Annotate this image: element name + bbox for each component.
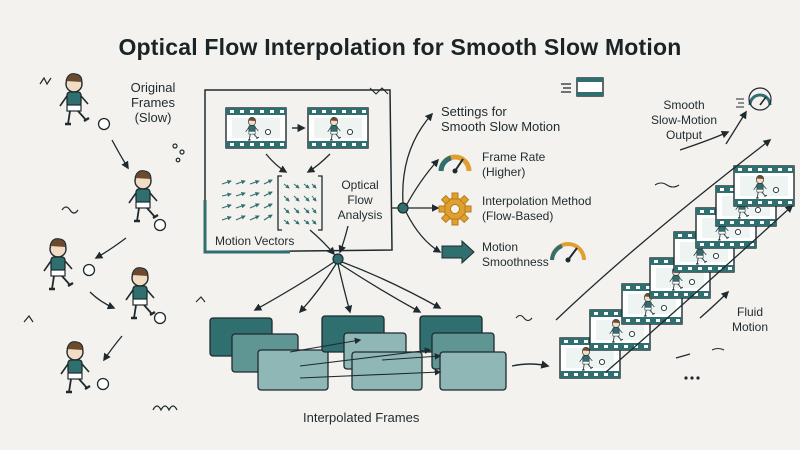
diagram-title: Optical Flow Interpolation for Smooth Sl… bbox=[118, 34, 682, 60]
setting-frame-rate-line1: Frame Rate bbox=[482, 150, 546, 164]
film-icon bbox=[561, 77, 604, 97]
setting-frame-rate: Frame Rate (Higher) bbox=[482, 150, 545, 180]
motion-vectors-label: Motion Vectors bbox=[215, 234, 295, 248]
analysis-panel bbox=[203, 87, 393, 256]
smoothness-gauge-icon bbox=[550, 242, 586, 263]
flow-arrow bbox=[103, 335, 123, 362]
kid-frame-1 bbox=[58, 72, 111, 131]
original-frames-label: Original Frames (Slow) bbox=[118, 80, 188, 125]
fluid-motion-label: Fluid Motion bbox=[722, 305, 778, 335]
original-frames-line1: Original bbox=[130, 80, 176, 95]
settings-heading-line1: Settings for bbox=[441, 104, 507, 119]
hub-connectors bbox=[253, 112, 442, 314]
output-label: Smooth Slow-Motion Output bbox=[634, 98, 734, 143]
arrow-icon bbox=[441, 239, 475, 265]
optical-flow-analysis-label: Optical Flow Analysis bbox=[330, 178, 390, 223]
original-frames-line3: (Slow) bbox=[134, 110, 172, 125]
settings-icons bbox=[438, 154, 586, 265]
speedometer-icon bbox=[736, 87, 772, 111]
original-frames-column bbox=[23, 72, 185, 412]
setting-smoothness-line1: Motion bbox=[482, 240, 519, 254]
settings-heading: Settings for Smooth Slow Motion bbox=[441, 104, 560, 134]
fluid-line2: Motion bbox=[731, 320, 769, 334]
kid-frame-4 bbox=[124, 266, 167, 325]
output-filmstrip bbox=[555, 110, 794, 380]
output-line2: Slow-Motion bbox=[650, 113, 718, 127]
interpolated-frames-label: Interpolated Frames bbox=[303, 410, 420, 425]
output-line1: Smooth bbox=[663, 98, 705, 112]
analysis-frame-b bbox=[308, 108, 368, 148]
output-line3: Output bbox=[665, 128, 703, 142]
original-frames-line2: Frames bbox=[130, 95, 176, 110]
setting-frame-rate-line2: (Higher) bbox=[482, 165, 526, 179]
setting-interpolation-line1: Interpolation Method bbox=[482, 194, 592, 208]
kid-frame-2 bbox=[127, 169, 167, 232]
flow-arrow bbox=[111, 139, 129, 170]
gauge-icon bbox=[438, 154, 472, 174]
motion-vector-field bbox=[221, 179, 273, 221]
analysis-line2: Flow bbox=[347, 193, 373, 207]
interpolated-frames bbox=[209, 315, 507, 391]
setting-motion-smoothness: Motion Smoothness bbox=[482, 240, 549, 270]
gear-icon bbox=[438, 192, 472, 226]
fluid-line1: Fluid bbox=[736, 305, 763, 319]
setting-interpolation-method: Interpolation Method (Flow-Based) bbox=[482, 194, 591, 224]
setting-interpolation-line2: (Flow-Based) bbox=[482, 209, 554, 223]
kid-frame-5 bbox=[59, 340, 110, 394]
flow-arrow bbox=[94, 237, 127, 259]
settings-heading-line2: Smooth Slow Motion bbox=[441, 119, 561, 134]
flow-arrow bbox=[89, 291, 116, 310]
analysis-line3: Analysis bbox=[337, 208, 383, 222]
setting-smoothness-line2: Smoothness bbox=[482, 255, 549, 269]
to-output-arrow bbox=[511, 360, 550, 369]
analysis-frame-a bbox=[226, 108, 286, 148]
kid-frame-3 bbox=[42, 237, 96, 291]
analysis-line1: Optical bbox=[341, 178, 379, 192]
